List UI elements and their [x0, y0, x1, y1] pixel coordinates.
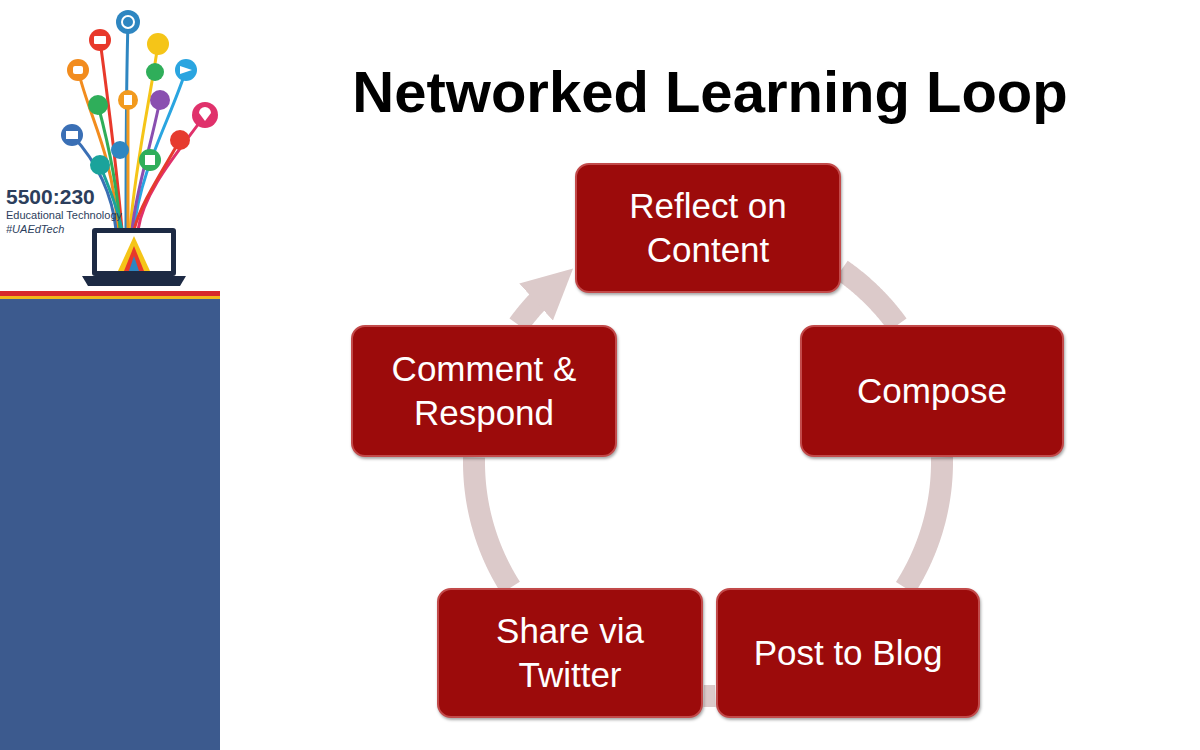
sidebar-ground: [0, 0, 220, 750]
process-box: Reflect on Content: [575, 163, 841, 293]
box-label: Post to Blog: [754, 631, 943, 675]
course-label: 5500:230: [6, 185, 95, 209]
loop-arc: [518, 289, 550, 325]
loop-arc: [905, 457, 942, 588]
laptop: [82, 228, 186, 286]
loop-arc: [841, 270, 897, 325]
loop-arc: [704, 685, 716, 707]
course-label: Educational Technology: [6, 209, 122, 221]
red-stripe: [0, 291, 220, 296]
box-label: Compose: [857, 369, 1007, 413]
process-box: Post to Blog: [716, 588, 980, 718]
process-box: Compose: [800, 325, 1064, 457]
process-box: Share via Twitter: [437, 588, 703, 718]
yellow-stripe: [0, 296, 220, 299]
box-label: Comment & Respond: [369, 347, 599, 435]
box-label: Reflect on Content: [593, 184, 823, 272]
icon-glyphs: [66, 16, 211, 165]
app-icons: [61, 10, 218, 175]
course-label: #UAEdTech: [6, 223, 64, 235]
blue-panel: [0, 299, 220, 750]
process-box: Comment & Respond: [351, 325, 617, 457]
loop-arc: [474, 458, 511, 588]
diagram-title: Networked Learning Loop: [300, 58, 1120, 125]
box-label: Share via Twitter: [455, 609, 685, 697]
